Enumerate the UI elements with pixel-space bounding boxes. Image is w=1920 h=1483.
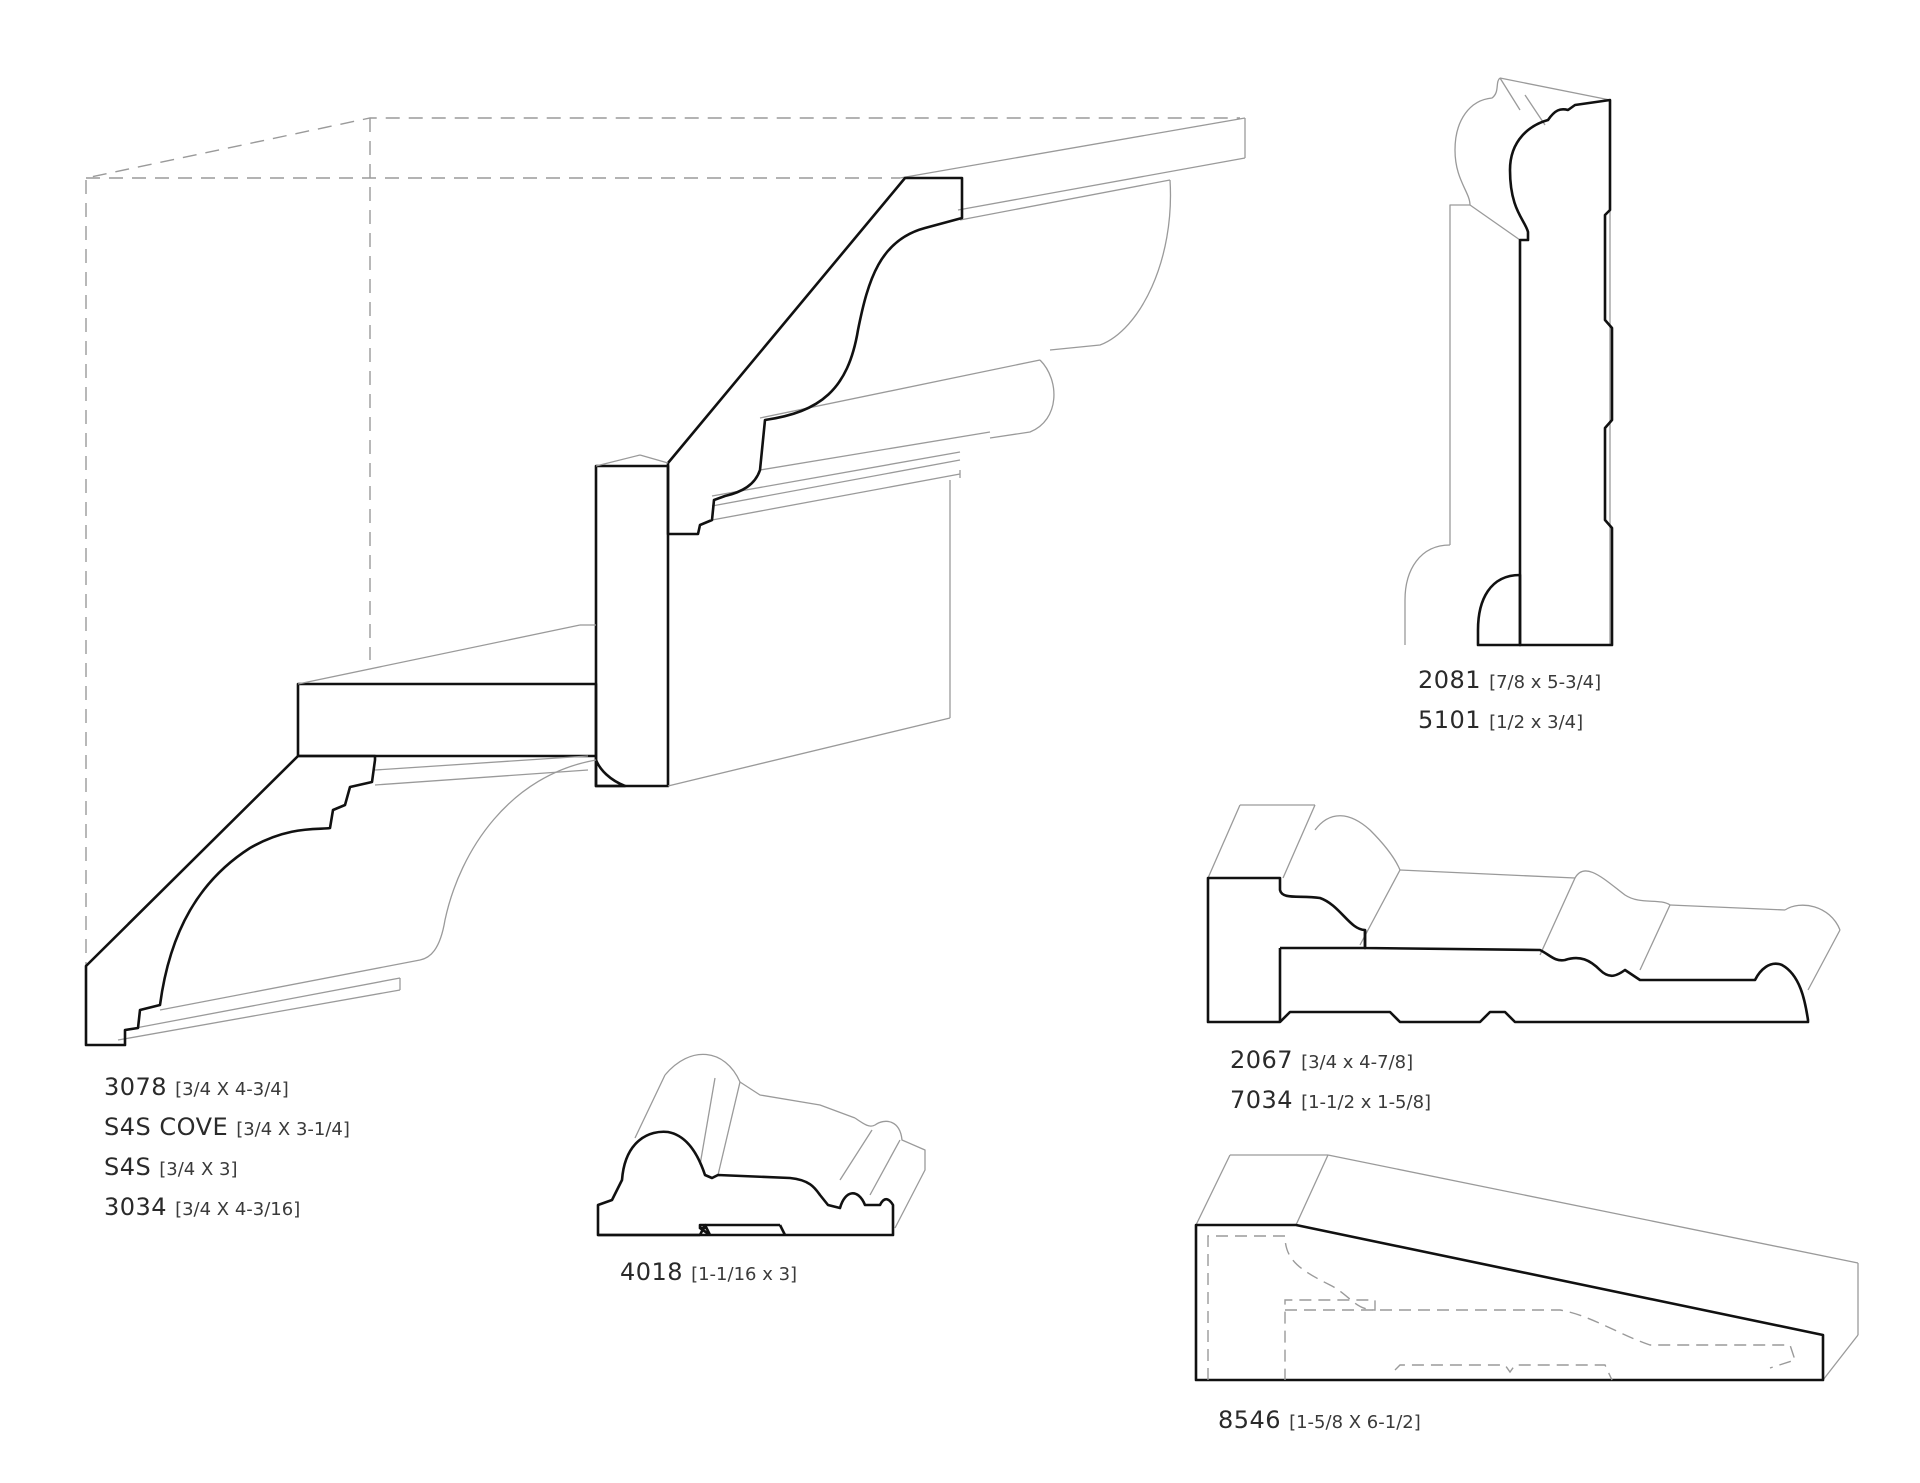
label-code: 3034 bbox=[104, 1193, 168, 1221]
lower-crown-extrusion bbox=[117, 755, 597, 1041]
label-code: 4018 bbox=[620, 1258, 684, 1286]
label-4018: 4018 [1-1/16 x 3] bbox=[620, 1260, 797, 1284]
label-5101: 5101 [1/2 x 3/4] bbox=[1418, 708, 1583, 732]
label-code: 3078 bbox=[104, 1073, 168, 1101]
label-dim: [3/4 X 4-3/4] bbox=[175, 1079, 289, 1100]
label-3034: 3034 [3/4 X 4-3/16] bbox=[104, 1195, 300, 1219]
dashed-ceiling-corner bbox=[85, 117, 1240, 1045]
upper-crown-extrusion bbox=[711, 117, 1246, 521]
sill-8546-drawing bbox=[1194, 1154, 1859, 1382]
label-code: 2081 bbox=[1418, 666, 1482, 694]
base-5101-shoe-profile bbox=[1476, 573, 1522, 647]
base-2081-profile bbox=[1508, 98, 1614, 647]
label-dim: [1-5/8 X 6-1/2] bbox=[1289, 1412, 1421, 1433]
sill-hidden-profile-lower bbox=[1285, 1309, 1796, 1381]
crown-assembly-drawing bbox=[84, 117, 1246, 1047]
label-code: 2067 bbox=[1230, 1046, 1294, 1074]
casing-assembly-drawing bbox=[1206, 804, 1841, 1024]
base-assembly-drawing bbox=[1404, 77, 1614, 647]
label-7034: 7034 [1-1/2 x 1-5/8] bbox=[1230, 1088, 1431, 1112]
label-dim: [1-1/16 x 3] bbox=[691, 1264, 798, 1285]
backband-7034-profile bbox=[1278, 930, 1367, 1022]
crown-3078-profile bbox=[666, 176, 964, 536]
bed-mould-4018-profile bbox=[596, 1130, 895, 1237]
label-code: 8546 bbox=[1218, 1406, 1282, 1434]
sill-hidden-profile bbox=[1207, 1235, 1376, 1380]
label-2081: 2081 [7/8 x 5-3/4] bbox=[1418, 668, 1601, 692]
label-s4s-cove: S4S COVE [3/4 X 3-1/4] bbox=[104, 1115, 350, 1139]
label-dim: [1-1/2 x 1-5/8] bbox=[1301, 1092, 1432, 1113]
label-dim: [3/4 x 4-7/8] bbox=[1301, 1052, 1414, 1073]
s4s-board bbox=[594, 454, 951, 788]
label-code: S4S COVE bbox=[104, 1113, 229, 1141]
label-code: 7034 bbox=[1230, 1086, 1294, 1114]
label-dim: [3/4 X 3-1/4] bbox=[236, 1119, 350, 1140]
label-dim: [3/4 X 3] bbox=[159, 1159, 238, 1180]
label-code: S4S bbox=[104, 1153, 152, 1181]
label-dim: [3/4 X 4-3/16] bbox=[175, 1199, 301, 1220]
label-dim: [1/2 x 3/4] bbox=[1489, 712, 1584, 733]
bed-mould-4018-drawing bbox=[596, 1053, 926, 1237]
label-code: 5101 bbox=[1418, 706, 1482, 734]
label-s4s: S4S [3/4 X 3] bbox=[104, 1155, 238, 1179]
label-dim: [7/8 x 5-3/4] bbox=[1489, 672, 1602, 693]
sill-8546-profile bbox=[1194, 1223, 1825, 1382]
crown-3034-profile bbox=[84, 754, 377, 1047]
s4s-cove-block bbox=[296, 624, 627, 788]
casing-2067-profile bbox=[1206, 876, 1810, 1024]
label-3078: 3078 [3/4 X 4-3/4] bbox=[104, 1075, 289, 1099]
label-2067: 2067 [3/4 x 4-7/8] bbox=[1230, 1048, 1413, 1072]
label-8546: 8546 [1-5/8 X 6-1/2] bbox=[1218, 1408, 1421, 1432]
